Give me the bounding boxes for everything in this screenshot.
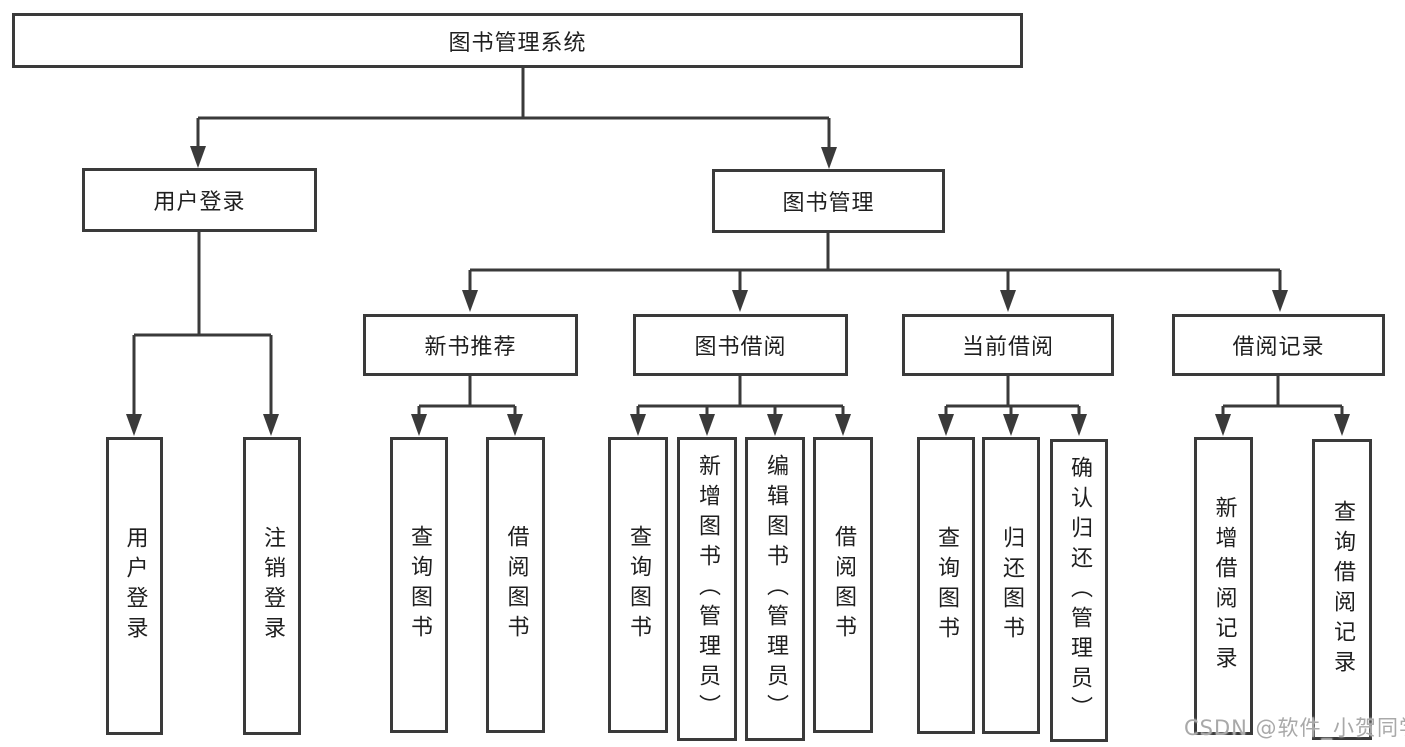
node-label: 查询图书 [626,525,651,645]
node-label: 归还图书 [999,525,1024,646]
node-library-management-system: 图书管理系统 [12,13,1023,68]
node-label: 当前借阅 [961,335,1054,360]
node-book-borrow: 图书借阅 [633,314,848,376]
leaf-confirm-return-admin: 确认归还（管理员） [1050,439,1108,742]
leaf-query-books-recommend: 查询图书 [390,437,448,733]
leaf-add-book-admin: 新增图书（管理员） [677,437,737,741]
node-book-management: 图书管理 [712,169,945,233]
leaf-user-login: 用户登录 [106,437,163,735]
node-label: 借阅记录 [1232,335,1325,360]
node-current-borrow: 当前借阅 [902,314,1114,376]
node-new-book-recommend: 新书推荐 [363,314,578,376]
node-label: 注销登录 [260,526,285,646]
node-label: 用户登录 [122,526,148,646]
node-label: 新书推荐 [424,335,517,360]
leaf-query-books-borrow: 查询图书 [608,437,668,733]
node-label: 借阅图书 [503,525,529,645]
leaf-logout: 注销登录 [243,437,301,735]
node-label: 查询图书 [934,525,959,646]
node-label: 编辑图书（管理员） [763,454,788,724]
node-user-login: 用户登录 [82,168,317,232]
leaf-edit-book-admin: 编辑图书（管理员） [745,437,805,741]
leaf-borrow-books: 借阅图书 [813,437,873,733]
leaf-add-borrow-record: 新增借阅记录 [1194,437,1253,735]
node-label: 图书管理系统 [448,30,587,56]
node-borrow-records: 借阅记录 [1172,314,1385,376]
node-label: 用户登录 [153,190,246,215]
leaf-query-borrow-record: 查询借阅记录 [1312,439,1372,740]
node-label: 图书借阅 [694,335,787,360]
leaf-return-book: 归还图书 [982,437,1040,734]
csdn-watermark: CSDN @软件_小贺同学 [1184,716,1405,740]
node-label: 确认归还（管理员） [1067,455,1092,726]
node-label: 新增借阅记录 [1211,496,1237,676]
node-label: 新增图书（管理员） [695,454,720,724]
leaf-query-books-current: 查询图书 [917,437,975,734]
leaf-borrow-books-recommend: 借阅图书 [486,437,545,733]
node-label: 查询借阅记录 [1330,499,1355,680]
node-label: 借阅图书 [831,525,856,645]
node-label: 查询图书 [407,525,432,645]
node-label: 图书管理 [782,191,875,216]
